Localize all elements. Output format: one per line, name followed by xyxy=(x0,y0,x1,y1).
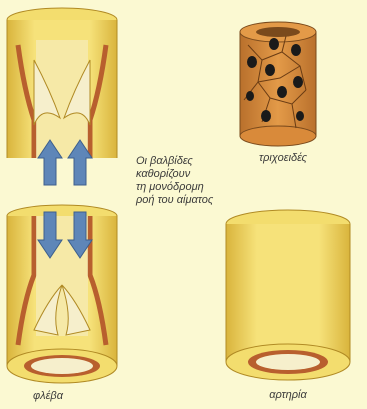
valve-note-line-2: καθορίζουν xyxy=(136,168,246,181)
artery-label: αρτηρία xyxy=(258,389,318,402)
vein-upper-segment xyxy=(7,8,117,185)
vein-label: φλέβα xyxy=(18,390,78,403)
valve-note-line-1: Οι βαλβίδες xyxy=(136,155,246,168)
vein-lower-segment xyxy=(7,205,117,383)
artery-tube xyxy=(226,210,350,380)
valve-note-line-4: ροή του αίματος xyxy=(136,194,246,207)
capillary-tube xyxy=(240,22,316,146)
capillary-label: τριχοειδές xyxy=(253,152,313,165)
valve-note: Οι βαλβίδες καθορίζουν τη μονόδρομη ροή … xyxy=(136,155,246,207)
valve-note-line-3: τη μονόδρομη xyxy=(136,181,246,194)
